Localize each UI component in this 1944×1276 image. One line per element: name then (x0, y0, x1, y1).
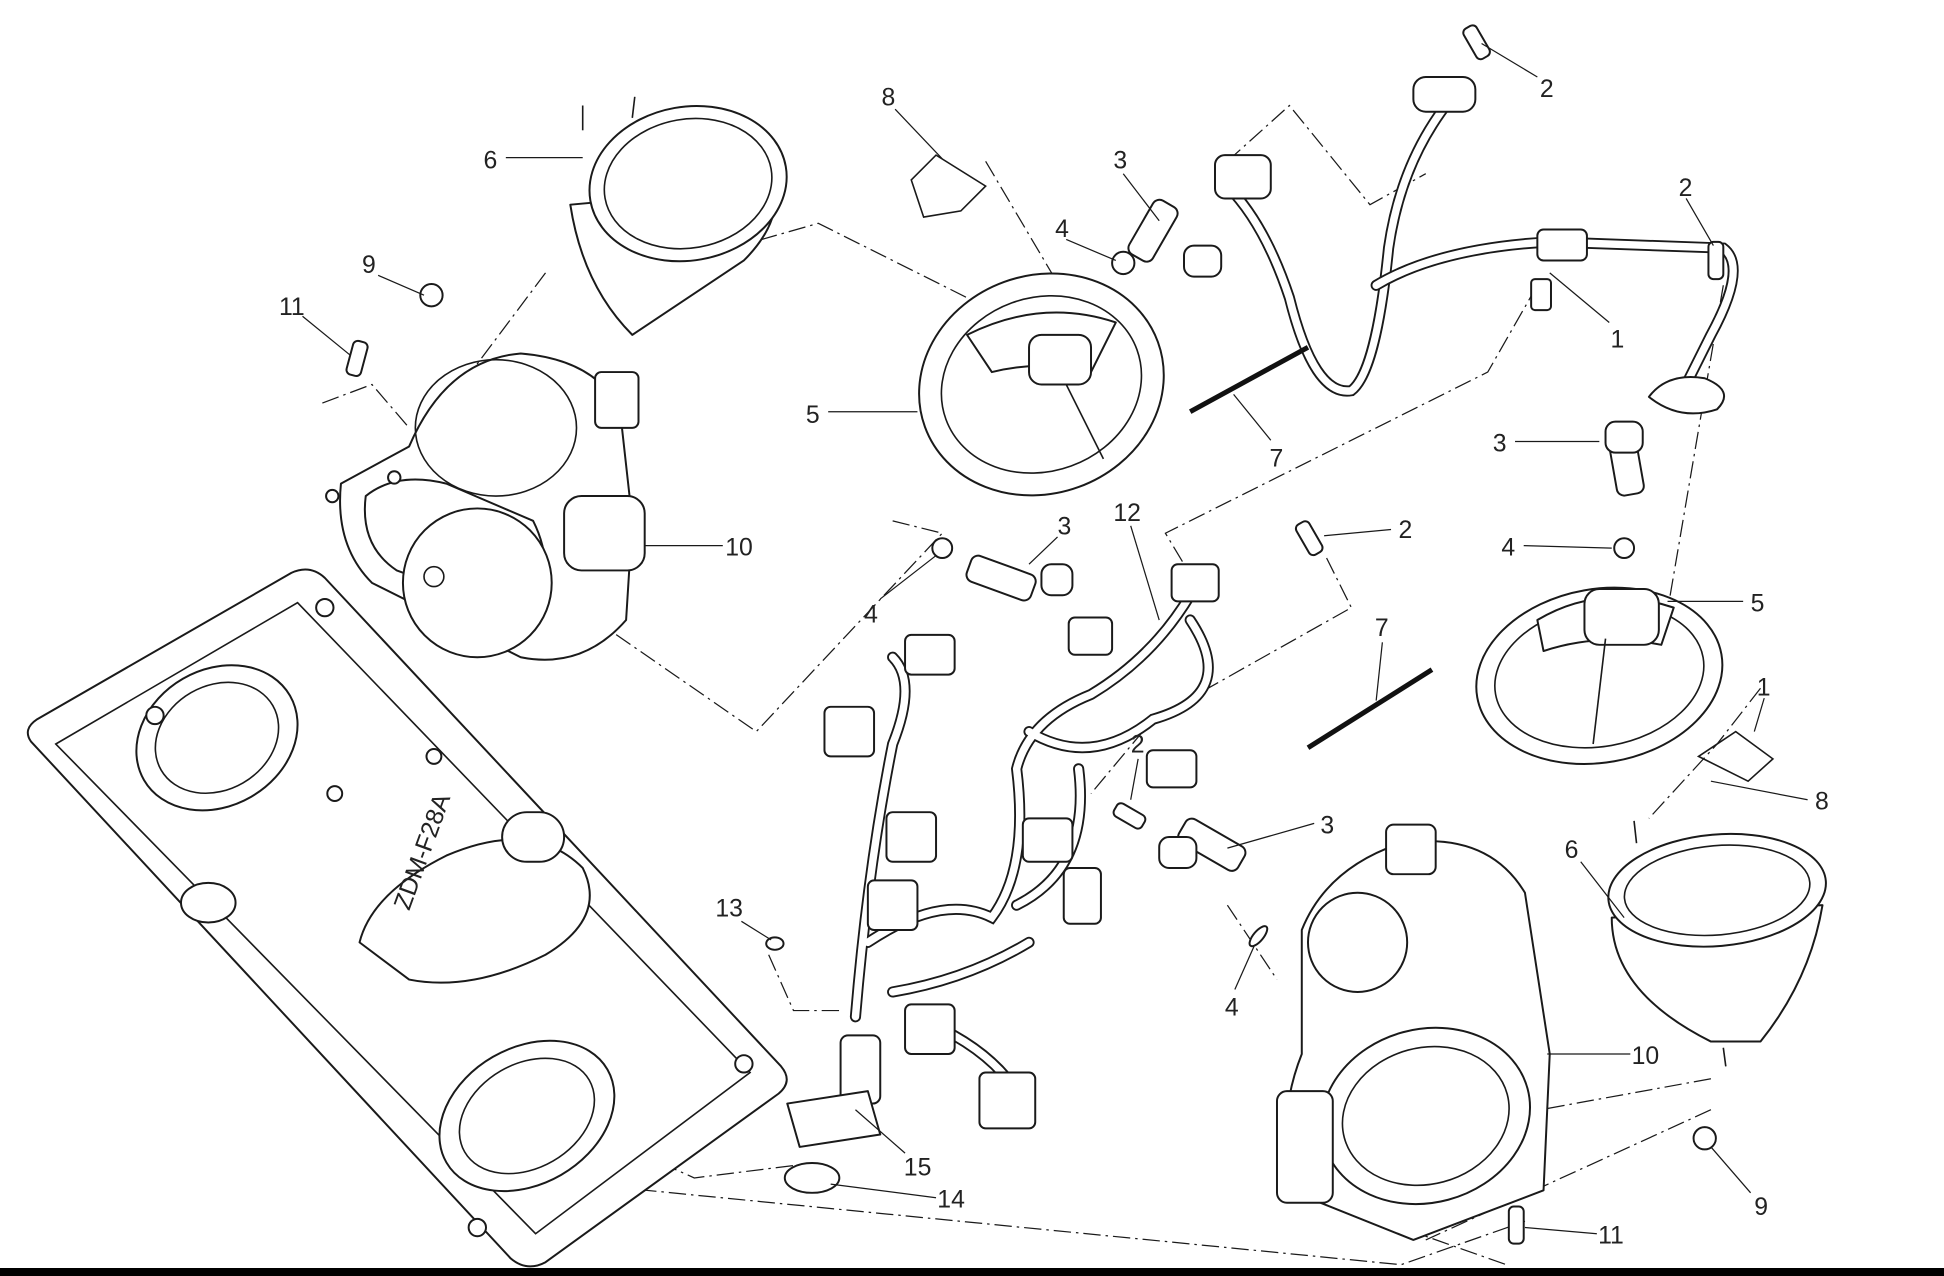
callout-11: 11 (279, 294, 305, 321)
intake-funnel-left (569, 96, 788, 336)
bottom-border-bar (0, 1268, 1944, 1276)
fuel-injectors (965, 198, 1645, 872)
intake-funnel-right (1607, 820, 1827, 1067)
callout-2: 2 (1679, 175, 1693, 202)
callout-2: 2 (1540, 76, 1554, 103)
injector-holder-lower (1475, 586, 1724, 765)
throttle-body-left (325, 352, 646, 661)
callout-7: 7 (1375, 615, 1389, 642)
callout-2: 2 (1398, 517, 1412, 544)
callout-9: 9 (362, 252, 376, 279)
leader-lines (302, 42, 1808, 1235)
callout-3: 3 (1113, 148, 1127, 175)
callout-8: 8 (1815, 789, 1829, 816)
callout-3: 3 (1320, 812, 1334, 839)
callout-5: 5 (1751, 590, 1765, 617)
callout-6: 6 (484, 148, 498, 175)
callout-14: 14 (937, 1187, 965, 1214)
hardware (345, 24, 1775, 1245)
callout-8: 8 (881, 85, 895, 112)
callout-3: 3 (1493, 430, 1507, 457)
callout-13: 13 (715, 895, 743, 922)
fuel-rail (1214, 76, 1739, 415)
callout-7: 7 (1270, 445, 1284, 472)
callout-10: 10 (725, 535, 753, 562)
callout-6: 6 (1565, 837, 1579, 864)
callout-12: 12 (1113, 500, 1141, 527)
callout-2: 2 (1131, 732, 1145, 759)
callout-15: 15 (904, 1154, 932, 1181)
callout-labels: 2 2 8 3 4 6 9 11 1 5 7 3 10 12 3 2 4 5 4… (279, 76, 1829, 1250)
callout-10: 10 (1632, 1043, 1660, 1070)
airbox-housing: ZDM-F28A (26, 568, 788, 1268)
callout-9: 9 (1754, 1194, 1768, 1221)
wiring-harness (786, 563, 1220, 1148)
callout-4: 4 (1225, 995, 1239, 1022)
callout-1: 1 (1610, 326, 1624, 353)
callout-5: 5 (806, 402, 820, 429)
throttle-body-right (1275, 823, 1551, 1241)
callout-3: 3 (1058, 513, 1072, 540)
injector-holder-upper (918, 272, 1165, 497)
callout-11: 11 (1598, 1223, 1624, 1250)
callout-4: 4 (1501, 535, 1515, 562)
callout-4: 4 (864, 602, 878, 629)
callout-1: 1 (1757, 675, 1771, 702)
callout-4: 4 (1055, 216, 1069, 243)
